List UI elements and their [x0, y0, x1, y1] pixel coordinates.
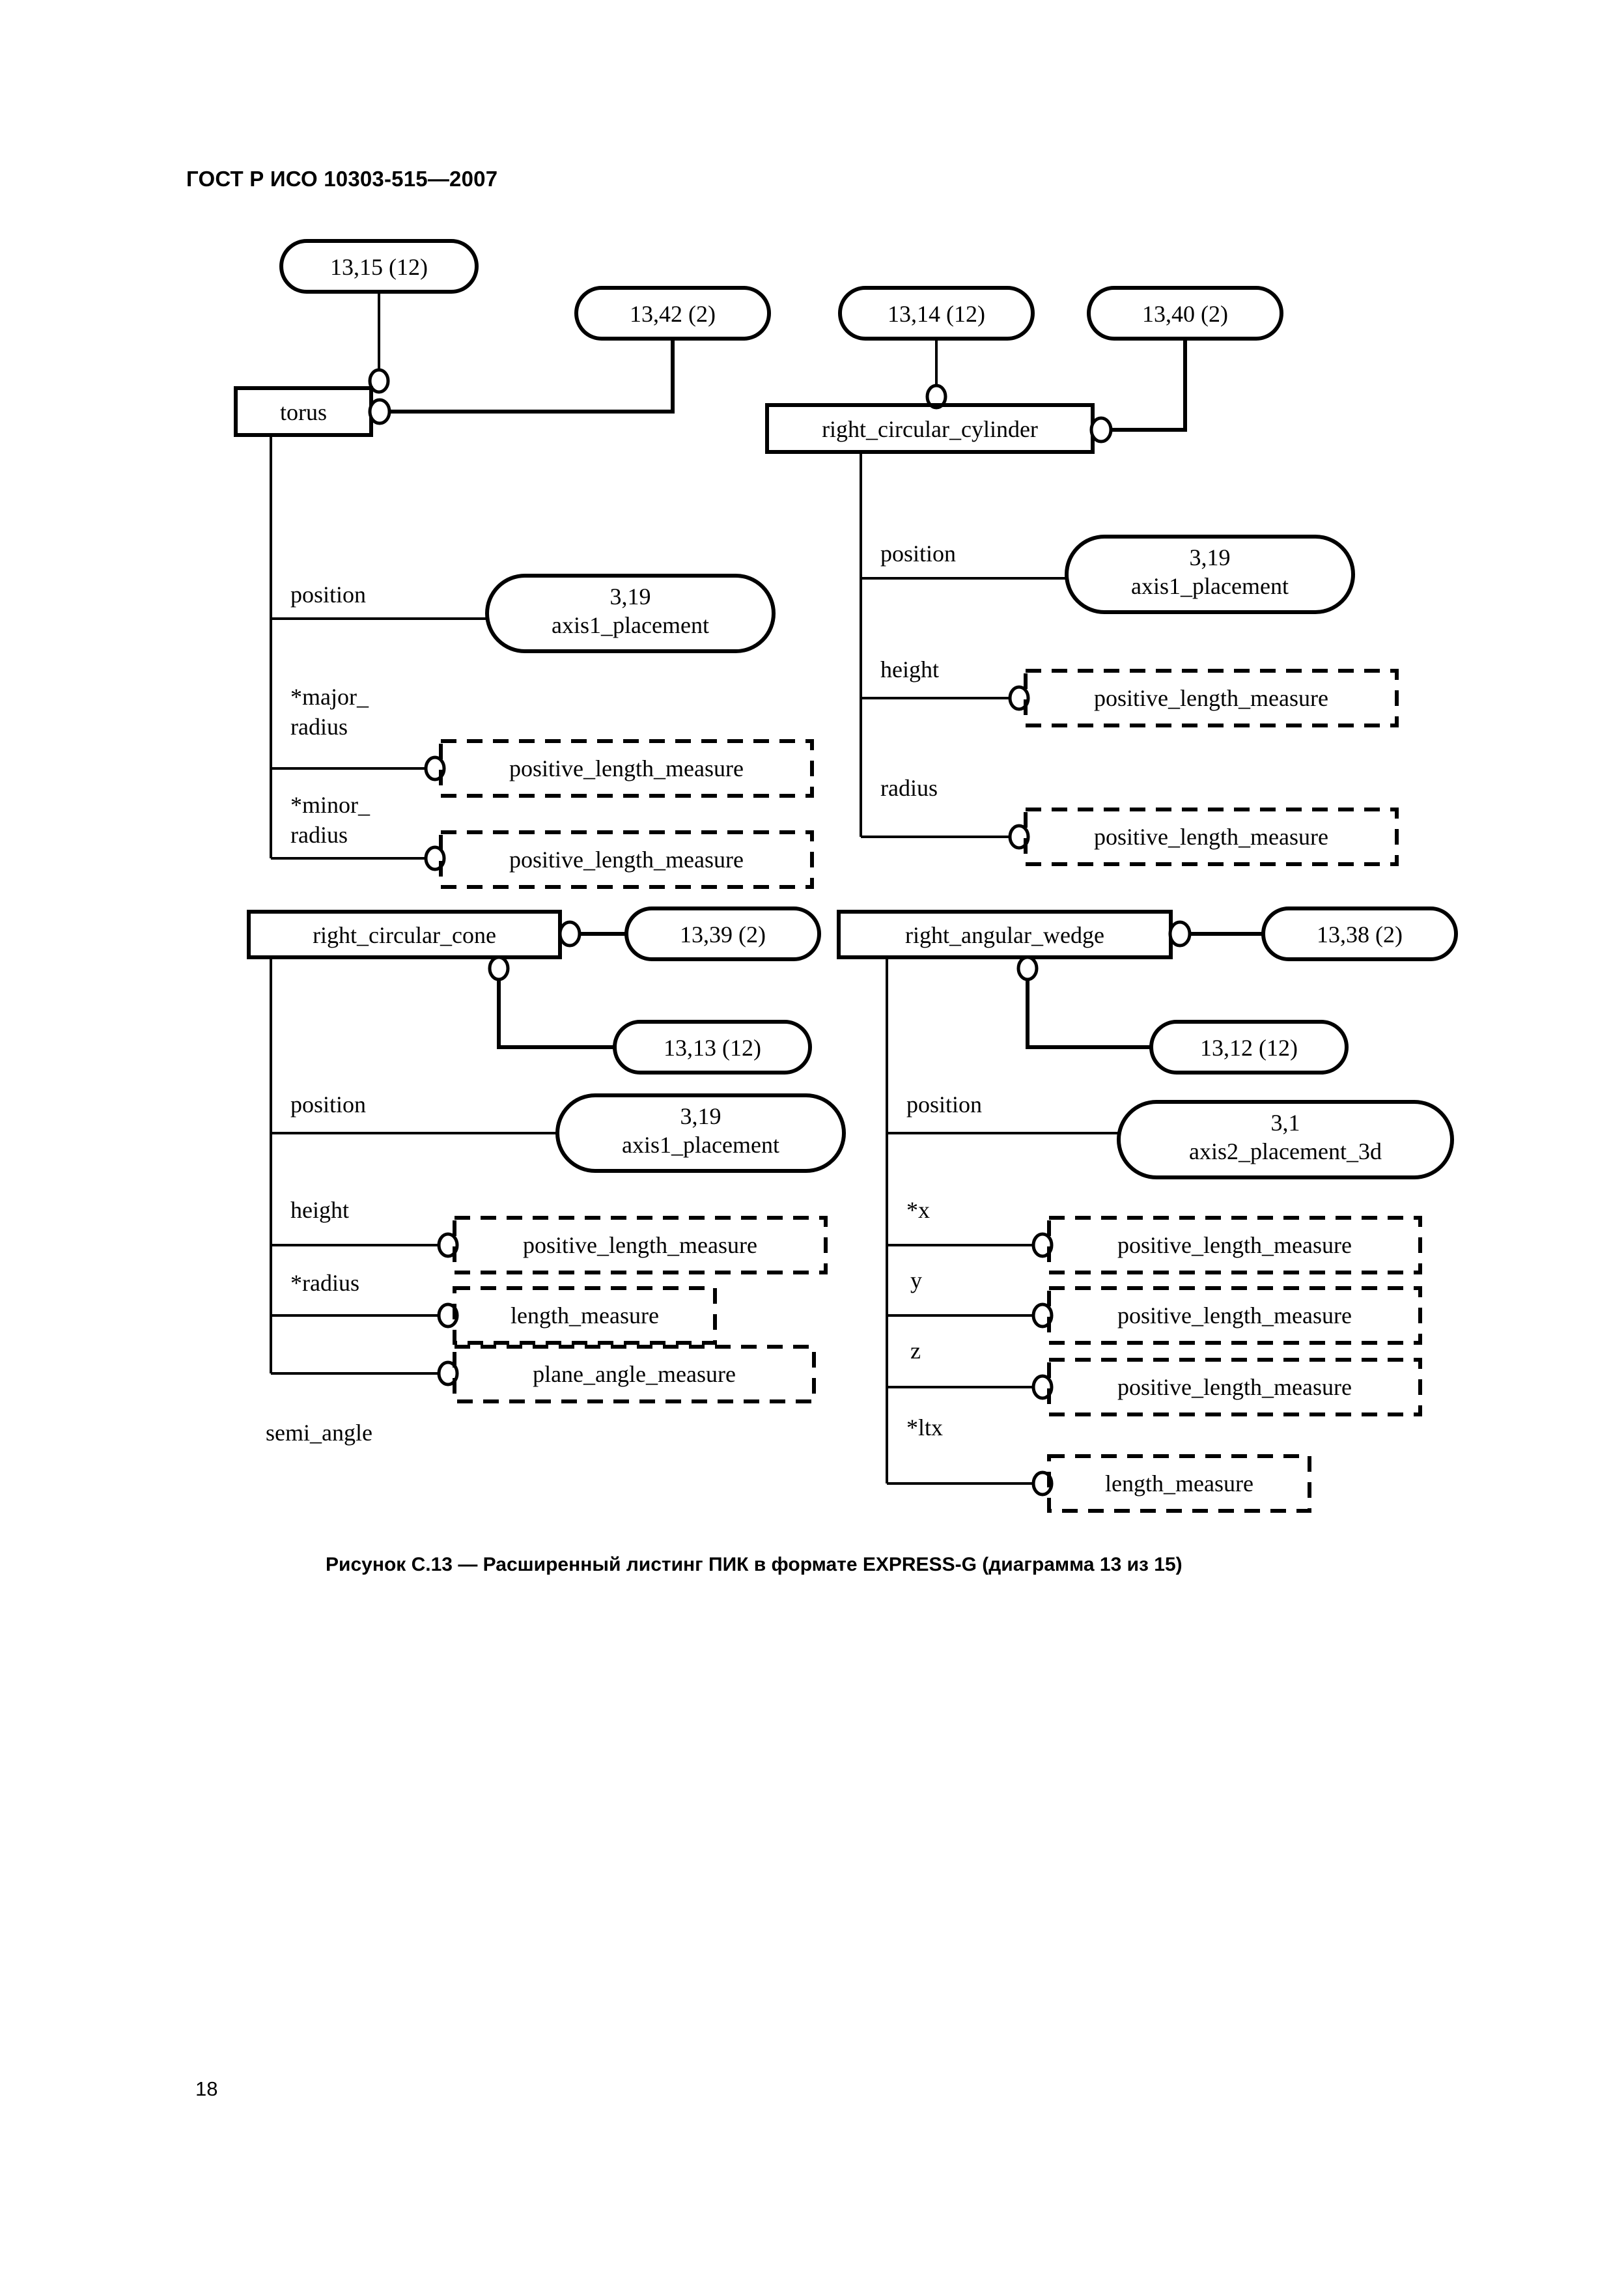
type-label-cone-semi-angle: plane_angle_measure: [533, 1361, 736, 1387]
ref-label-cone-right: 13,39 (2): [680, 921, 766, 948]
type-label-torus-minor: positive_length_measure: [509, 847, 744, 873]
type-box-wedge-z: [1047, 1358, 1422, 1416]
connector-circle-cone-right: [558, 920, 581, 948]
connector-circle-wedge-right: [1168, 920, 1192, 948]
type-label-torus-major: positive_length_measure: [509, 755, 744, 781]
connector-circle-cylinder-right: [1089, 416, 1113, 443]
standard-header: ГОСТ Р ИСО 10303-515—2007: [186, 167, 498, 191]
ref-oval-cone-page: [613, 1020, 812, 1075]
type-oval-torus-position: [485, 574, 776, 653]
type-box-torus-major: [439, 739, 814, 798]
entity-label-cone: right_circular_cone: [313, 922, 496, 948]
attr-label-torus-major-2: radius: [290, 714, 348, 740]
type-label-torus-position-num: 3,19: [610, 583, 651, 610]
type-label-cylinder-height: positive_length_measure: [1094, 685, 1328, 711]
attr-label-cone-position: position: [290, 1091, 366, 1117]
attr-label-wedge-ltx: *ltx: [906, 1414, 943, 1441]
attr-label-cylinder-radius: radius: [880, 775, 938, 801]
ref-oval-cone-right: [624, 907, 821, 961]
type-label-cone-radius: length_measure: [511, 1302, 659, 1328]
connector-circle-cylinder-top: [925, 384, 947, 410]
attr-label-cylinder-height: height: [880, 656, 939, 682]
type-label-cone-position-num: 3,19: [680, 1103, 721, 1129]
type-label-cone-height: positive_length_measure: [523, 1232, 757, 1258]
type-box-cylinder-radius: [1024, 808, 1399, 866]
connector-circle-torus-top: [368, 368, 390, 394]
type-label-wedge-ltx: length_measure: [1105, 1470, 1253, 1497]
type-oval-cone-position: [555, 1093, 846, 1173]
attr-label-torus-position: position: [290, 582, 366, 608]
connector-circle-wedge-bottom: [1016, 955, 1039, 981]
attr-label-torus-minor-1: *minor_: [290, 792, 371, 818]
ref-label-wedge-right: 13,38 (2): [1317, 921, 1403, 948]
ref-label-cylinder-right: 13,40 (2): [1142, 301, 1228, 327]
attr-label-cone-radius: *radius: [290, 1270, 359, 1296]
entity-label-torus: torus: [280, 399, 327, 425]
type-box-wedge-y: [1047, 1286, 1422, 1345]
attr-label-wedge-y: y: [910, 1267, 922, 1293]
ref-label-cylinder-page: 13,14 (12): [888, 301, 985, 327]
ref-oval-wedge-right: [1261, 907, 1458, 961]
entity-label-wedge: right_angular_wedge: [905, 922, 1104, 948]
type-box-wedge-ltx: [1047, 1454, 1311, 1513]
type-label-cone-position-name: axis1_placement: [622, 1132, 779, 1158]
attr-label-cone-semi-angle: semi_angle: [266, 1420, 372, 1446]
type-label-cylinder-position-name: axis1_placement: [1131, 573, 1289, 599]
attr-label-wedge-z: z: [910, 1338, 921, 1364]
type-label-wedge-z: positive_length_measure: [1117, 1374, 1352, 1400]
figure-caption: Рисунок С.13 — Расширенный листинг ПИК в…: [326, 1554, 1183, 1575]
type-label-wedge-position-name: axis2_placement_3d: [1189, 1138, 1382, 1164]
type-box-cylinder-height: [1024, 669, 1399, 727]
attr-label-torus-minor-2: radius: [290, 822, 348, 848]
link-cylinder-right: [1112, 339, 1187, 432]
ref-oval-wedge-page: [1149, 1020, 1349, 1075]
type-label-cylinder-radius: positive_length_measure: [1094, 824, 1328, 850]
type-box-cone-radius: [453, 1286, 717, 1345]
type-label-cylinder-position-num: 3,19: [1190, 544, 1231, 570]
link-wedge-page: [1026, 979, 1151, 1049]
type-label-wedge-x: positive_length_measure: [1117, 1232, 1352, 1258]
type-label-torus-position-name: axis1_placement: [552, 612, 709, 638]
ref-label-wedge-page: 13,12 (12): [1200, 1035, 1298, 1061]
type-oval-cylinder-position: [1065, 535, 1355, 614]
type-box-torus-minor: [439, 830, 814, 889]
entity-label-cylinder: right_circular_cylinder: [822, 416, 1038, 442]
attr-label-torus-major-1: *major_: [290, 684, 369, 710]
connector-circle-torus-right: [368, 398, 391, 425]
page-number: 18: [195, 2077, 218, 2100]
ref-label-torus-right: 13,42 (2): [630, 301, 716, 327]
attr-label-wedge-position: position: [906, 1091, 982, 1117]
attr-label-cone-height: height: [290, 1197, 349, 1223]
link-cone-page: [497, 979, 615, 1049]
type-label-wedge-y: positive_length_measure: [1117, 1302, 1352, 1328]
type-oval-wedge-position: [1117, 1100, 1454, 1179]
link-torus-right: [391, 339, 675, 414]
connector-circle-cone-bottom: [488, 955, 510, 981]
ref-label-torus-page: 13,15 (12): [330, 254, 428, 280]
ref-label-cone-page: 13,13 (12): [664, 1035, 761, 1061]
type-label-wedge-position-num: 3,1: [1271, 1110, 1300, 1136]
attr-label-cylinder-position: position: [880, 541, 956, 567]
type-box-cone-height: [453, 1216, 828, 1274]
attr-label-wedge-x: *x: [906, 1197, 930, 1223]
type-box-wedge-x: [1047, 1216, 1422, 1274]
